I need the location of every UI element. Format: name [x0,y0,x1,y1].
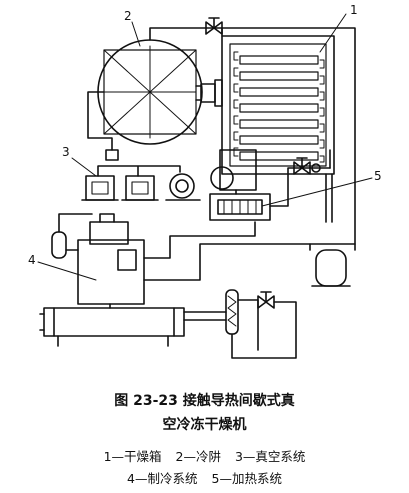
valve-icon [205,17,223,35]
drying-chamber-icon [221,35,335,175]
vacuum-pump-icon [81,165,201,201]
figure-title-line-2: 空冷冻干燥机 [162,417,247,433]
callout-4: 4 [28,253,36,267]
legend-item: 4—制冷系统 [127,471,198,486]
cold-trap-icon [97,39,223,145]
heater-icon [209,149,271,221]
legend-line-2: 4—制冷系统 5—加热系统 [0,468,409,487]
callout-2: 2 [124,9,132,23]
legend-item: 5—加热系统 [211,471,282,486]
legend-item: 1—干燥箱 [103,449,162,464]
callout-1: 1 [350,3,358,17]
legend-line-1: 1—干燥箱 2—冷阱 3—真空系统 [0,446,409,465]
heat-exchanger-icon [39,307,185,347]
callout-3: 3 [62,145,70,159]
valve-icon [293,157,311,175]
compressor-icon [77,213,145,305]
figure-title-line-1: 图 23-23 接触导热间歇式真 [114,393,295,409]
legend-item: 2—冷阱 [175,449,221,464]
legend-item: 3—真空系统 [234,449,306,464]
valve-icon [257,291,275,309]
callout-5: 5 [374,169,382,183]
